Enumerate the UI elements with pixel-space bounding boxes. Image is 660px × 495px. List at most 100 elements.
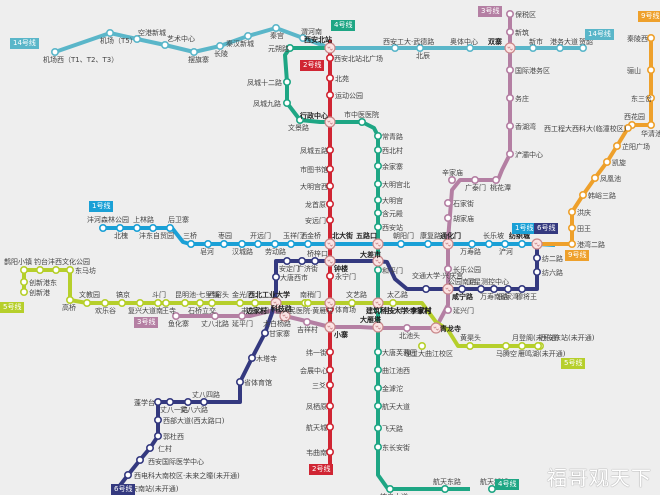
station-label[interactable]: 西部大道(西太路口) (163, 416, 225, 425)
station-dot[interactable] (136, 298, 145, 307)
station-label[interactable]: 理工大曲江校区 (404, 349, 453, 358)
station-label[interactable]: 艺术中心 (167, 34, 195, 43)
station-dot[interactable] (146, 443, 155, 452)
station-dot[interactable] (297, 256, 306, 265)
station-label[interactable]: 延平门 (232, 319, 253, 328)
interchange-label[interactable]: 小寨 (333, 330, 349, 339)
line2-badge-top[interactable]: 2号线 (300, 60, 325, 71)
station-label[interactable]: 金光门 (232, 290, 253, 299)
station-label[interactable]: 北苑 (335, 74, 349, 83)
station-label[interactable]: 凤城九路 (253, 99, 281, 108)
station-dot[interactable] (251, 298, 260, 307)
station-label[interactable]: 浐灞中心 (515, 150, 543, 159)
station-label[interactable]: 保税区 (515, 10, 536, 19)
station-dot[interactable] (555, 43, 564, 52)
station-dot[interactable] (83, 298, 92, 307)
station-dot[interactable] (19, 287, 28, 296)
station-label[interactable]: 新市 (529, 37, 543, 46)
station-label[interactable]: 雁鸣湖(未开通) (518, 349, 566, 358)
station-label[interactable]: 沣东自贸园 (139, 231, 174, 240)
station-dot[interactable] (467, 240, 476, 249)
interchange-label[interactable]: 边家村 (245, 306, 267, 315)
station-dot[interactable] (373, 132, 382, 141)
station-label[interactable]: 渭河南 (301, 27, 322, 36)
station-label[interactable]: 神舟大道 (380, 492, 408, 495)
station-label[interactable]: 郭杜西 (163, 432, 184, 441)
station-label[interactable]: 广济街 (297, 264, 318, 273)
line5-badge-left[interactable]: 5号线 (0, 302, 25, 313)
station-label[interactable]: 长乐坡 (483, 231, 504, 240)
station-label[interactable]: 东长安街 (382, 443, 410, 452)
station-label[interactable]: 桥梓口 (307, 249, 328, 258)
station-dot[interactable] (415, 43, 424, 52)
station-label[interactable]: 沣西文化公园 (48, 257, 90, 266)
station-label[interactable]: 国际港务区 (515, 66, 550, 75)
station-label[interactable]: 机场（T5） (100, 36, 137, 45)
interchange-station-icon[interactable] (324, 297, 336, 309)
station-label[interactable]: 蓬学台 (134, 398, 155, 407)
station-dot[interactable] (325, 380, 334, 389)
station-dot[interactable] (35, 265, 44, 274)
station-dot[interactable] (373, 401, 382, 410)
station-dot[interactable] (124, 470, 133, 479)
station-label[interactable]: 元朔路 (268, 44, 289, 53)
station-label[interactable]: 秦汉新城 (226, 39, 254, 48)
interchange-station-icon[interactable] (372, 255, 384, 267)
interchange-station-icon[interactable] (324, 116, 336, 128)
station-dot[interactable] (373, 423, 382, 432)
station-label[interactable]: 文艺路 (346, 290, 367, 299)
station-dot[interactable] (503, 284, 512, 293)
station-dot[interactable] (154, 298, 163, 307)
station-label[interactable]: 开远门 (250, 231, 271, 240)
station-label[interactable]: 延兴门 (453, 306, 474, 315)
station-dot[interactable] (51, 265, 60, 274)
station-dot[interactable] (447, 176, 456, 185)
interchange-label[interactable]: 青龙寺 (440, 324, 461, 333)
station-label[interactable]: 大白杨路 (263, 319, 291, 328)
interchange-label[interactable]: 李家村 (409, 306, 431, 315)
station-label[interactable]: 航天大道 (382, 402, 410, 411)
interchange-station-icon[interactable] (270, 297, 282, 309)
station-label[interactable]: 西安工大·武德路 (383, 37, 434, 46)
station-dot[interactable] (154, 397, 163, 406)
station-dot[interactable] (166, 224, 175, 233)
station-label[interactable]: 石桥立交 (188, 306, 216, 315)
station-label[interactable]: 余家寨 (382, 162, 403, 171)
interchange-label[interactable]: 咸宁路 (451, 292, 474, 301)
station-label[interactable]: 市中医医院 (344, 110, 379, 119)
station-label[interactable]: 公园南路 (448, 277, 476, 286)
station-dot[interactable] (325, 200, 334, 209)
station-dot[interactable] (500, 240, 509, 249)
station-label[interactable]: 后卫寨 (168, 215, 189, 224)
station-label[interactable]: 新筑 (515, 28, 529, 37)
station-label[interactable]: 文教园 (79, 290, 100, 299)
station-dot[interactable] (646, 121, 655, 130)
station-label[interactable]: 西安东站(未开通) (540, 333, 595, 342)
station-dot[interactable] (196, 298, 205, 307)
station-label[interactable]: 省体育馆 (244, 378, 272, 387)
station-dot[interactable] (254, 240, 263, 249)
station-dot[interactable] (373, 383, 382, 392)
line4-badge-bottom[interactable]: 4号线 (495, 479, 520, 490)
station-label[interactable]: 创新港东 (29, 278, 57, 287)
station-dot[interactable] (325, 422, 334, 431)
line14-badge-right[interactable]: 14号线 (585, 29, 614, 40)
station-label[interactable]: 田王 (577, 225, 591, 233)
station-dot[interactable] (505, 27, 514, 36)
station-label[interactable]: 浐河 (499, 247, 513, 256)
station-dot[interactable] (271, 272, 280, 281)
station-label[interactable]: 三爻 (312, 382, 326, 390)
station-label[interactable]: 广泰门 (465, 183, 486, 192)
station-label[interactable]: 仁村 (158, 444, 172, 453)
station-label[interactable]: 丈八四路 (192, 390, 220, 399)
station-dot[interactable] (238, 311, 247, 320)
station-label[interactable]: 西工程大西科大(临潼校区) (544, 124, 627, 133)
station-dot[interactable] (373, 347, 382, 356)
station-dot[interactable] (200, 397, 209, 406)
station-dot[interactable] (260, 328, 269, 337)
station-label[interactable]: 西安国际医学中心 (148, 457, 204, 466)
station-dot[interactable] (505, 66, 514, 75)
station-dot[interactable] (505, 94, 514, 103)
station-dot[interactable] (187, 240, 196, 249)
station-label[interactable]: 摆旗寨 (188, 55, 209, 64)
